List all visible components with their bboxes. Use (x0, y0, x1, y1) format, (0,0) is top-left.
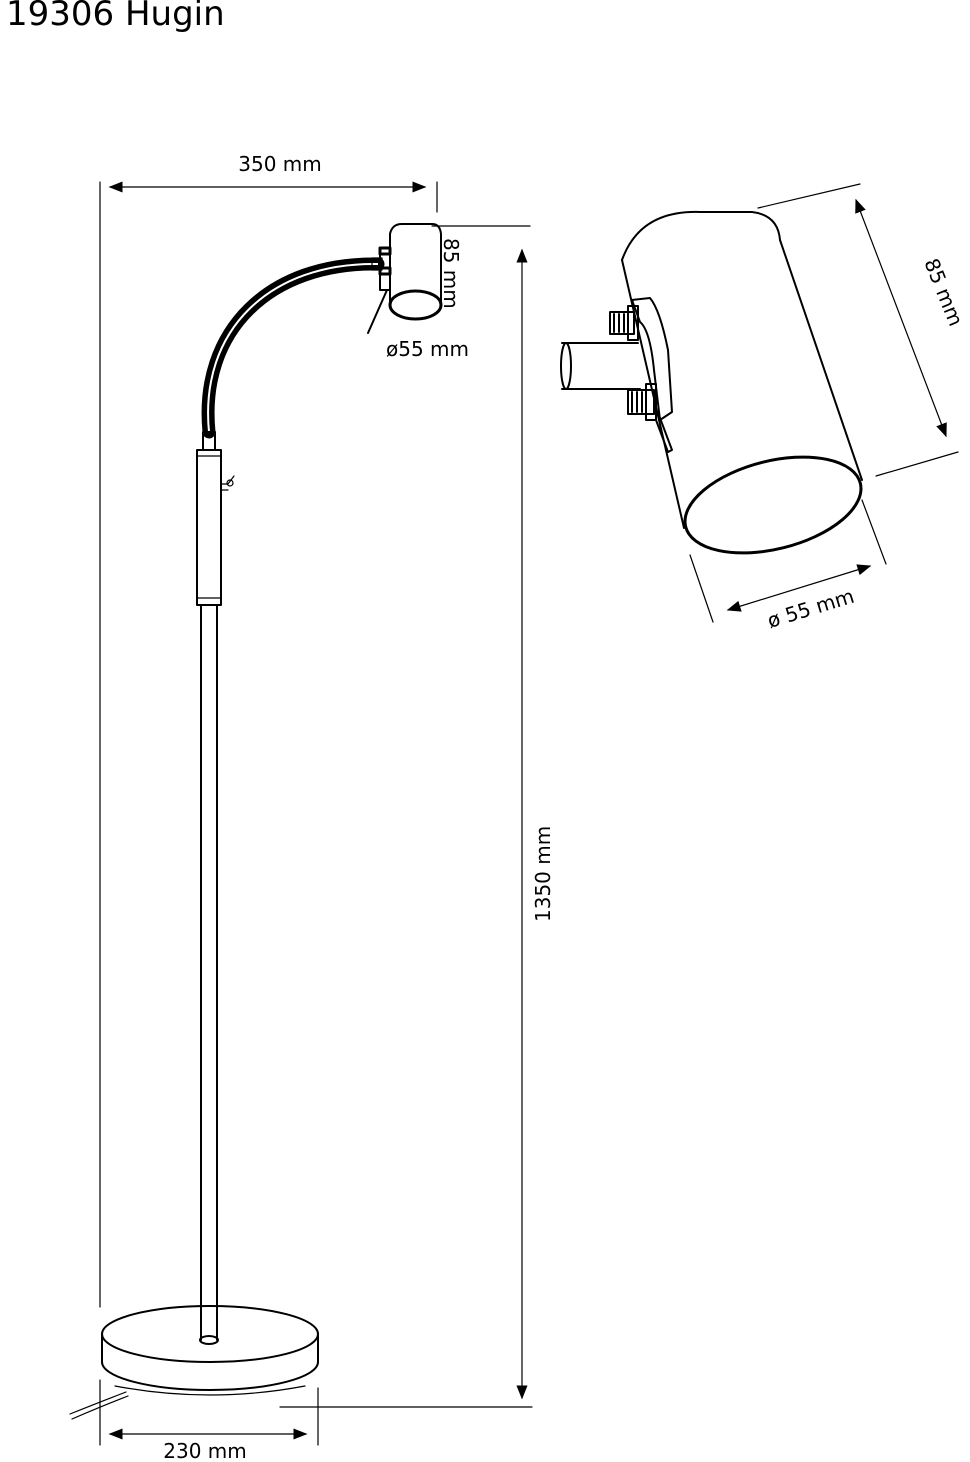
detail-arm-stub (560, 342, 641, 390)
detail-bracket (631, 297, 673, 453)
lamp-pole (199, 604, 219, 1345)
detail-height-dimension-line (855, 198, 947, 438)
detail-shade-body (621, 210, 863, 555)
lamp-base (69, 1305, 319, 1420)
detail-height-ext-bottom (875, 451, 959, 477)
detail-height-label: 85 mm (919, 255, 968, 330)
lamp-elevation: 350 mm 85 mm ø55 mm 1350 mm 230 mm (69, 152, 555, 1462)
shade-diameter-label: ø55 mm (386, 337, 469, 361)
detail-diameter-ext-left (689, 554, 714, 623)
detail-screw-bottom (627, 383, 657, 421)
width-label: 350 mm (238, 152, 322, 176)
gooseneck-arm (201, 257, 385, 451)
total-height-label: 1350 mm (531, 826, 555, 922)
detail-height-ext-top (757, 183, 861, 209)
base-diameter-label: 230 mm (163, 1439, 247, 1462)
pole-sleeve (196, 449, 235, 606)
detail-diameter-ext-right (861, 499, 887, 565)
shade-height-label: 85 mm (439, 238, 463, 309)
shade-detail: 85 mm ø 55 mm (560, 183, 968, 633)
lamp-shade (367, 223, 443, 334)
detail-diameter-label: ø 55 mm (764, 584, 856, 633)
detail-screw-top (609, 305, 639, 341)
detail-diameter-dimension-line (726, 564, 872, 612)
page-title: 19306 Hugin (6, 0, 225, 34)
